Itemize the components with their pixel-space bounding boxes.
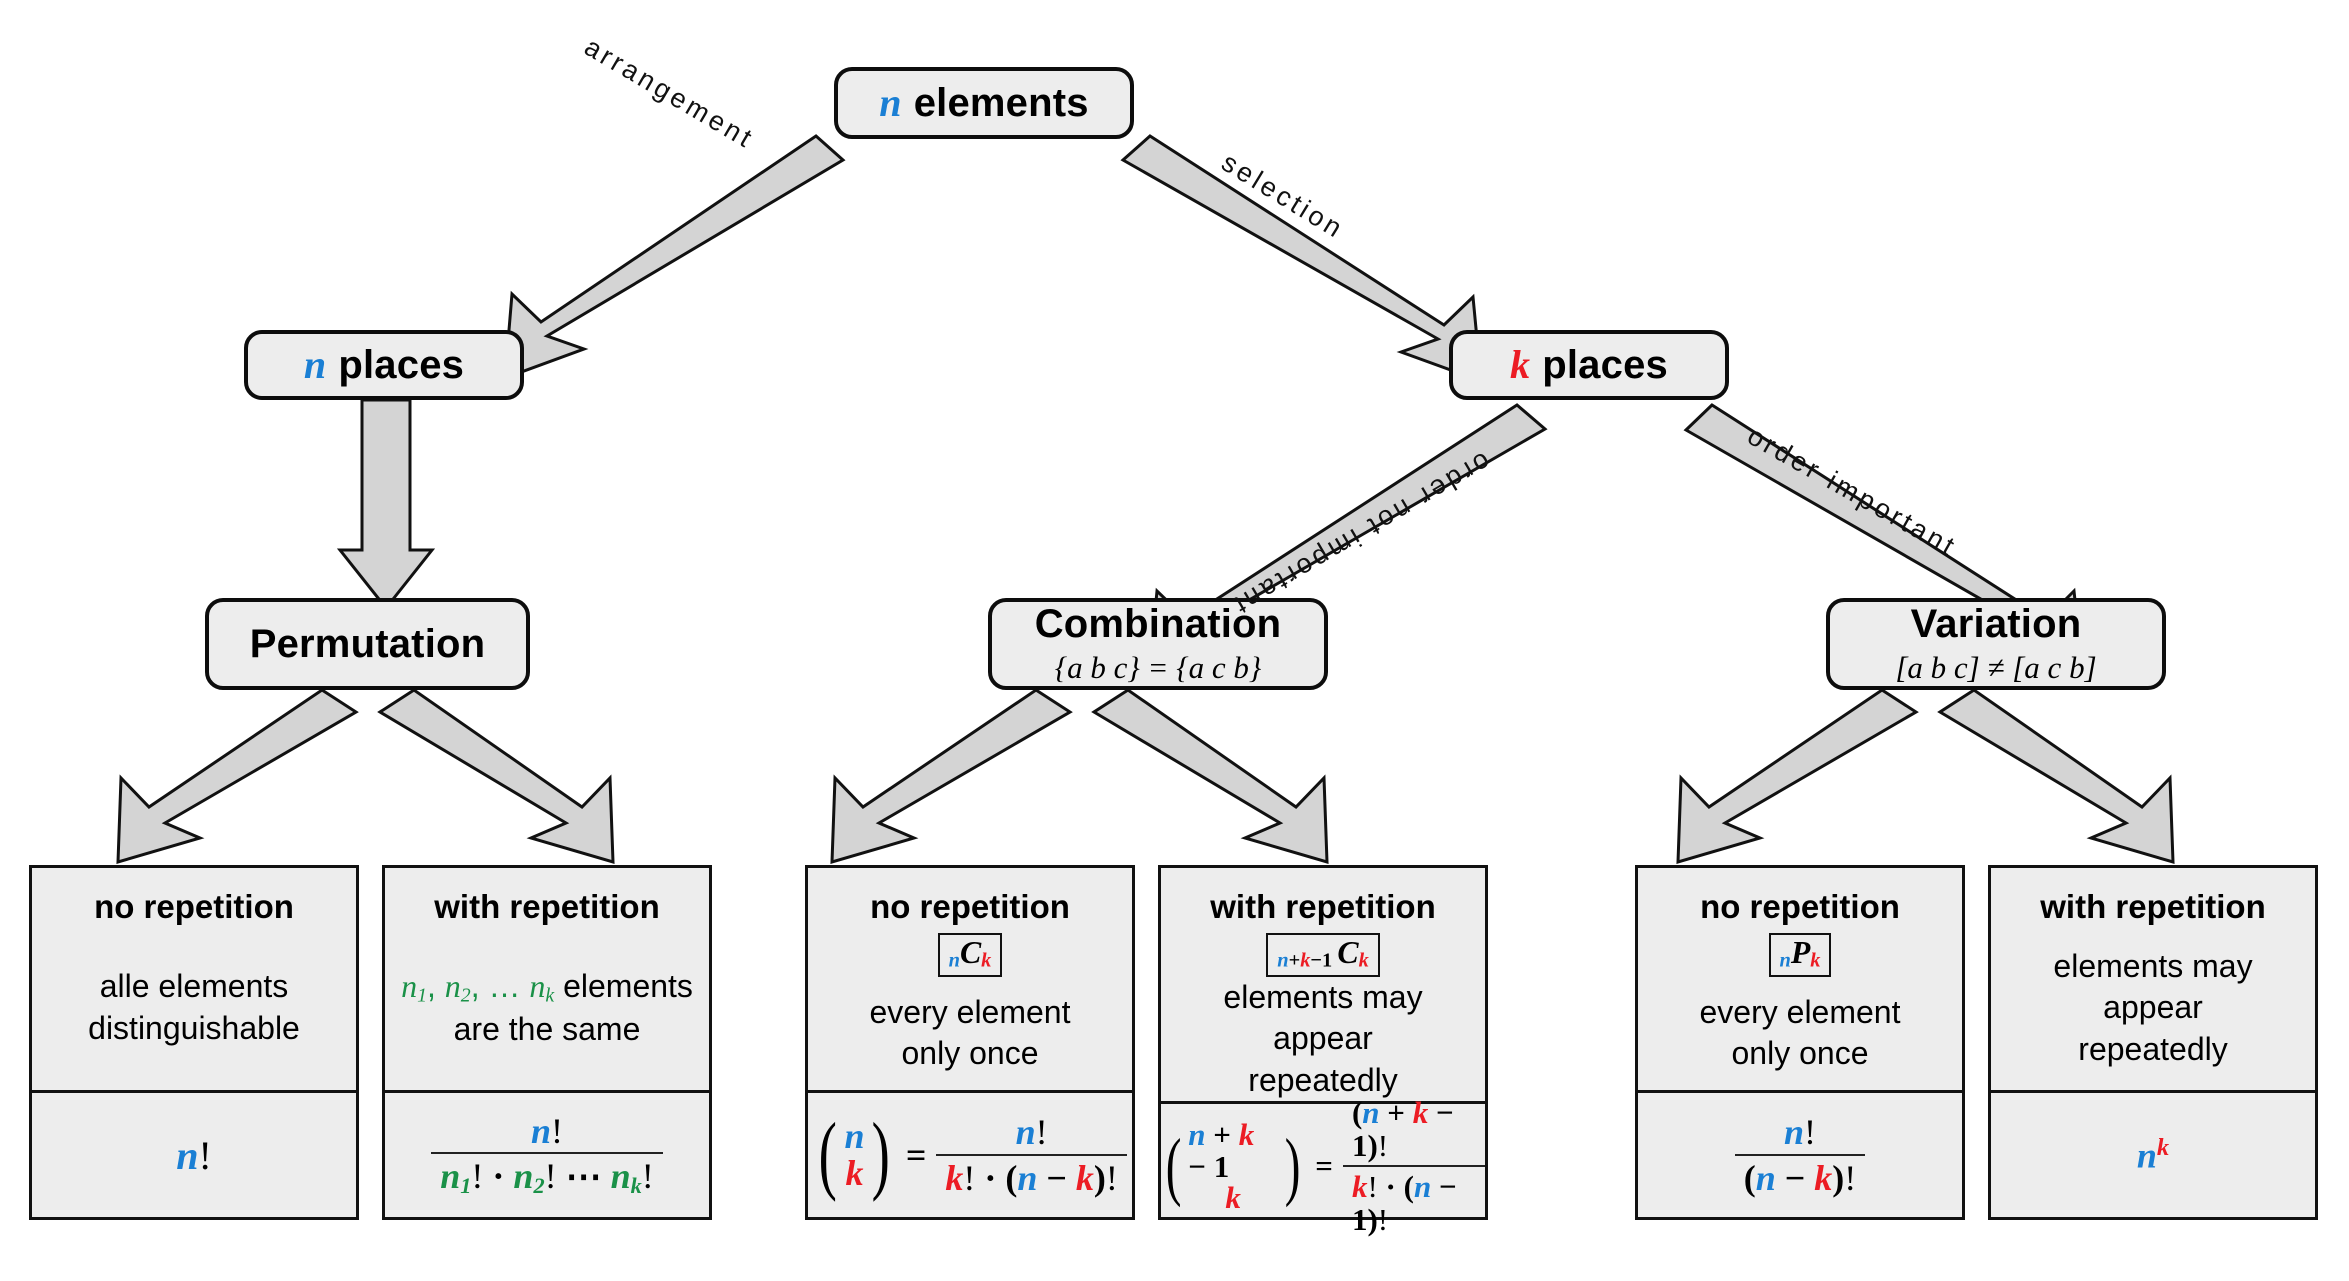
leaf-formula: ( n + k − 1 k ) = (n + k − 1)! k! · (: [1161, 1096, 1485, 1237]
formula-n-factorial: n!: [176, 1132, 212, 1178]
node-combination-title: Combination: [1034, 602, 1282, 647]
leaf-upper: no repetition alle elements distinguisha…: [32, 868, 356, 1090]
leaf-description: alle elements distinguishable: [78, 966, 310, 1049]
formula-multiset-permutation: n! n1! · n2! ⋯ nk!: [431, 1111, 663, 1199]
leaf-permutation-with-repetition[interactable]: with repetition n1, n2, … nk elements ar…: [382, 865, 712, 1220]
leaf-desc-line: n1, n2, … nk elements: [401, 967, 693, 1006]
leaf-description: every element only once: [1690, 992, 1911, 1075]
leaf-combination-with-repetition[interactable]: with repetition n+k−1 Ck elements may ap…: [1158, 865, 1488, 1237]
arrow-arrangement: [503, 134, 846, 381]
formula-k-permutation: n! (n − k)!: [1734, 1112, 1866, 1198]
leaf-head: with repetition: [2040, 888, 2266, 925]
arrow-variation-with-repetition: [1937, 688, 2175, 865]
leaf-combination-no-repetition[interactable]: no repetition nCk every element only onc…: [805, 865, 1135, 1220]
arrow-selection: [1120, 134, 1483, 384]
leaf-upper: no repetition nCk every element only onc…: [808, 868, 1132, 1090]
leaf-notation-nPk: nPk: [1768, 932, 1832, 977]
arrow-n-places-permutation: [336, 398, 436, 611]
arrow-variation-no-repetition: [1676, 688, 1919, 865]
var-n: n: [303, 342, 327, 387]
leaf-head: no repetition: [94, 888, 294, 925]
leaf-upper: with repetition n1, n2, … nk elements ar…: [385, 868, 709, 1090]
leaf-upper: with repetition n+k−1 Ck elements may ap…: [1161, 868, 1485, 1101]
leaf-desc-line: only once: [901, 1035, 1039, 1072]
leaf-desc-line: alle elements: [99, 968, 289, 1005]
formula-binomial: ( n k ) = n! k! · (n − k)!: [813, 1110, 1127, 1198]
leaf-head: no repetition: [870, 888, 1070, 925]
leaf-desc-line: repeatedly: [2078, 1030, 2228, 1067]
leaf-formula: ( n k ) = n! k! · (n − k)!: [808, 1090, 1132, 1217]
leaf-desc-line: every element: [869, 993, 1071, 1030]
leaf-notation-nk1Ck: n+k−1 Ck: [1266, 932, 1380, 977]
leaf-head: with repetition: [434, 888, 660, 925]
node-permutation[interactable]: Permutation: [205, 598, 530, 690]
node-variation-subtitle: [a b c] ≠ [a c b]: [1895, 650, 2097, 686]
formula-n-power-k: nk: [2136, 1133, 2170, 1176]
leaf-desc-line: elements may appear: [1223, 978, 1423, 1057]
arrow-permutation-no-repetition: [116, 688, 359, 865]
var-n: n: [879, 80, 902, 125]
leaf-permutation-no-repetition[interactable]: no repetition alle elements distinguisha…: [29, 865, 359, 1220]
leaf-desc-line: repeatedly: [1248, 1061, 1398, 1098]
node-n-elements-text: elements: [913, 81, 1089, 125]
node-combination-subtitle: {a b c} = {a c b}: [1054, 650, 1262, 686]
leaf-formula: n! n1! · n2! ⋯ nk!: [385, 1090, 709, 1217]
leaf-notation-nCk: nCk: [937, 932, 1003, 977]
leaf-desc-line: distinguishable: [88, 1009, 300, 1046]
leaf-description: elements may appear repeatedly: [1161, 977, 1485, 1102]
arrow-combination-with-repetition: [1091, 688, 1329, 865]
leaf-desc-line: every element: [1699, 993, 1901, 1030]
arrow-permutation-with-repetition: [377, 688, 615, 865]
leaf-description: elements may appear repeatedly: [1991, 946, 2315, 1071]
leaf-head: no repetition: [1700, 888, 1900, 925]
leaf-desc-line: are the same: [453, 1010, 641, 1047]
leaf-desc-line: only once: [1731, 1035, 1869, 1072]
leaf-formula: nk: [1991, 1090, 2315, 1217]
leaf-variation-no-repetition[interactable]: no repetition nPk every element only onc…: [1635, 865, 1965, 1220]
leaf-formula: n!: [32, 1090, 356, 1217]
leaf-description: n1, n2, … nk elements are the same: [391, 966, 703, 1051]
leaf-formula: n! (n − k)!: [1638, 1090, 1962, 1217]
formula-multiset-combination: ( n + k − 1 k ) = (n + k − 1)! k! · (: [1161, 1096, 1485, 1237]
node-k-places-text: places: [1542, 343, 1668, 387]
leaf-desc-word: elements: [563, 967, 693, 1004]
leaf-desc-line: elements may appear: [2053, 947, 2253, 1026]
node-variation[interactable]: Variation [a b c] ≠ [a c b]: [1826, 598, 2166, 690]
var-k: k: [1510, 342, 1531, 387]
leaf-description: every element only once: [860, 992, 1081, 1075]
leaf-variation-with-repetition[interactable]: with repetition elements may appear repe…: [1988, 865, 2318, 1220]
node-n-places-text: places: [338, 343, 465, 387]
leaf-head: with repetition: [1210, 888, 1436, 925]
leaf-upper: no repetition nPk every element only onc…: [1638, 868, 1962, 1090]
node-permutation-title: Permutation: [249, 622, 486, 666]
node-variation-title: Variation: [1910, 602, 2082, 647]
arrow-combination-no-repetition: [830, 688, 1073, 865]
leaf-upper: with repetition elements may appear repe…: [1991, 868, 2315, 1090]
node-combination[interactable]: Combination {a b c} = {a c b}: [988, 598, 1328, 690]
